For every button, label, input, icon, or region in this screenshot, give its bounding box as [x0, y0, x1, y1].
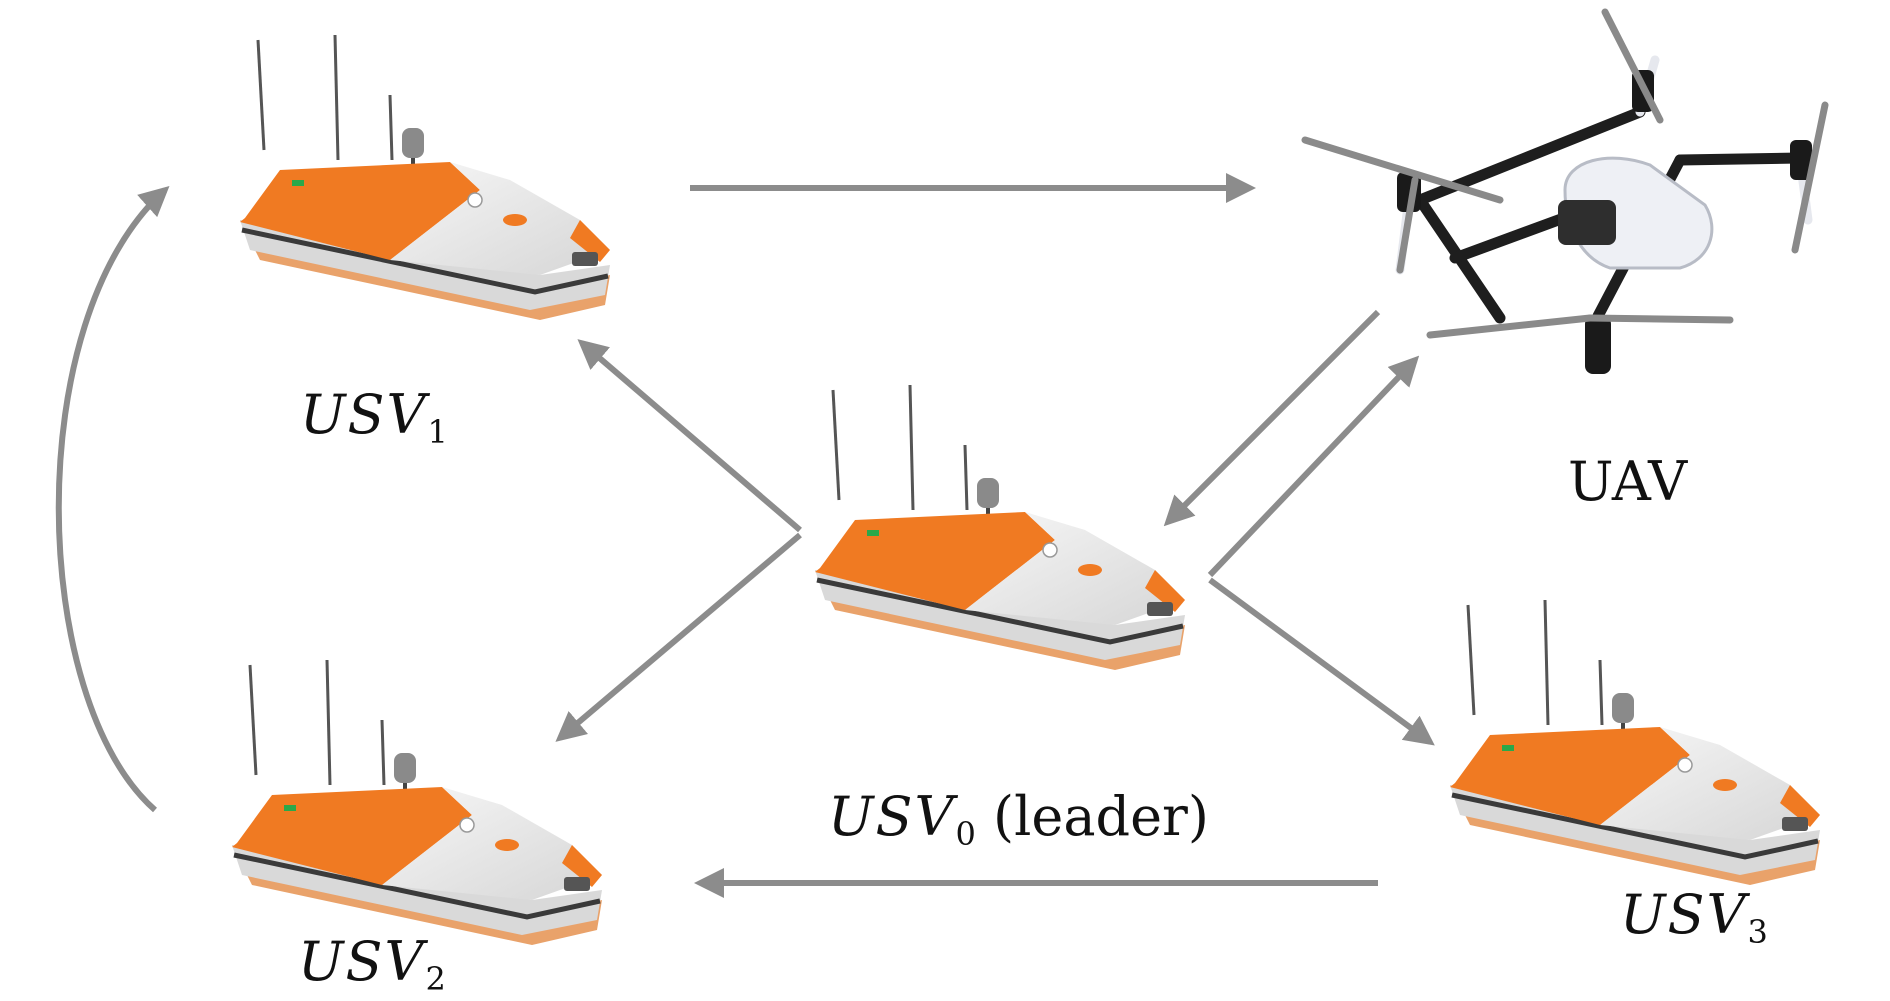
usv1-label: USV1 — [300, 383, 448, 451]
arrow-usv2-to-usv1 — [55, 185, 170, 813]
usv3-label: USV3 — [1620, 883, 1768, 951]
arrow-usv0-to-usv1 — [577, 339, 802, 533]
arrow-usv0-to-usv3 — [1208, 577, 1435, 746]
usv0-boat-icon — [815, 385, 1185, 670]
usv0-label: USV0 (leader) — [828, 785, 1209, 853]
uav-label: UAV — [1568, 450, 1688, 513]
arrow-usv0-to-uav — [1207, 355, 1420, 578]
usv1-boat-icon — [240, 35, 610, 320]
arrow-uav-to-usv0 — [1163, 309, 1381, 527]
arrows — [55, 173, 1435, 898]
usv2-boat-icon — [232, 660, 602, 945]
arrow-usv0-to-usv2 — [555, 532, 802, 742]
usv2-label: USV2 — [298, 930, 446, 998]
uav-drone-icon — [1301, 8, 1829, 374]
usv3-boat-icon — [1450, 600, 1820, 885]
